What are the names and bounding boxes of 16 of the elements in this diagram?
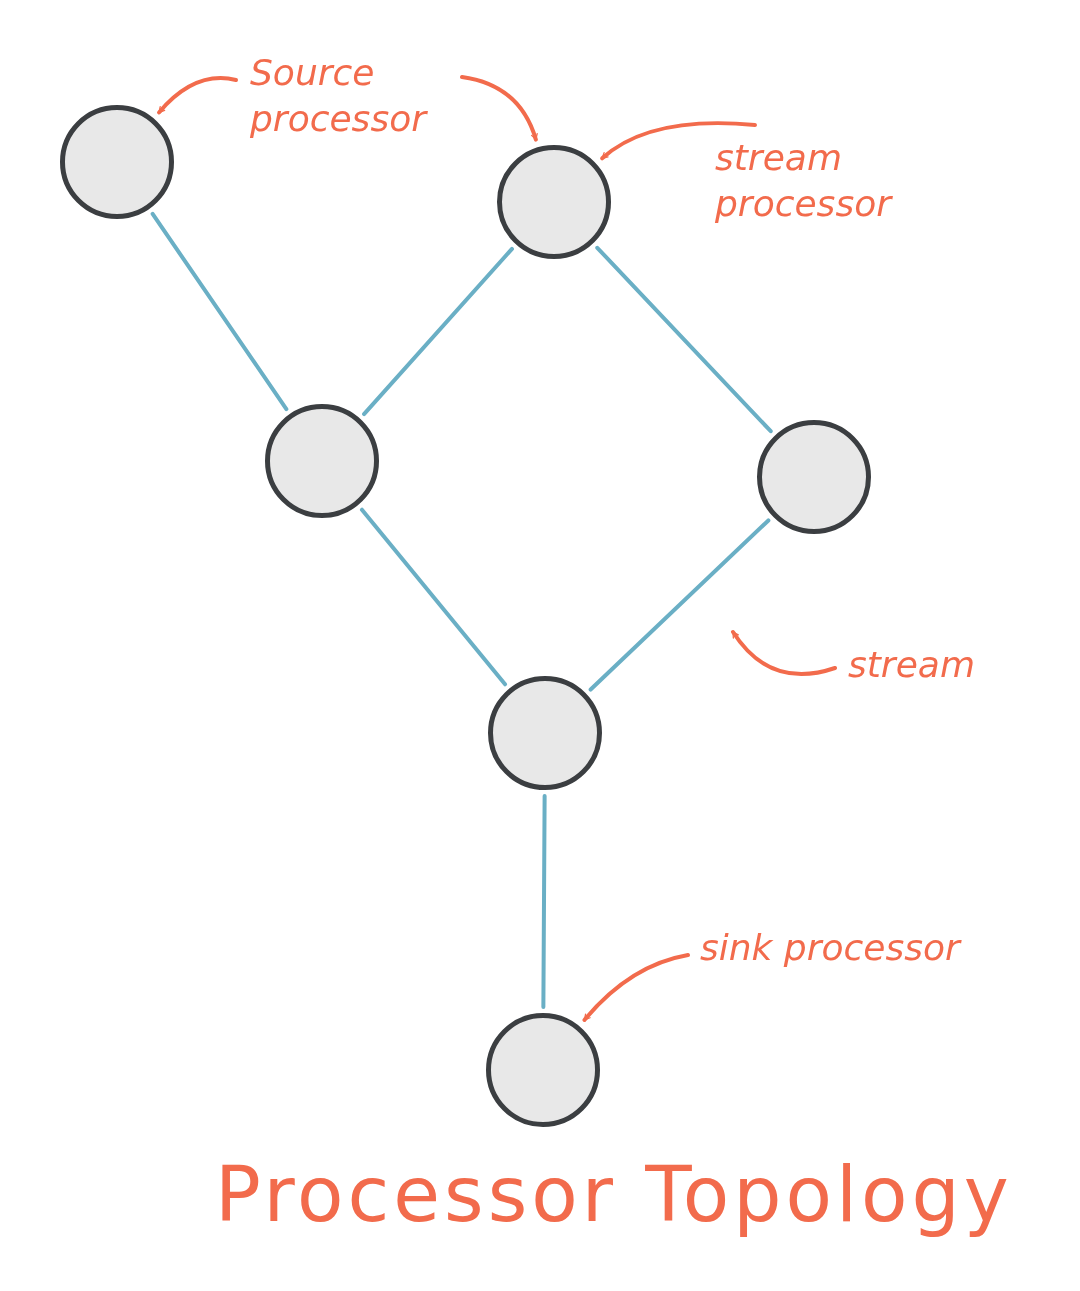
leader-arrow	[600, 121, 757, 161]
connector-line	[362, 246, 514, 417]
annotation-label: sink processor	[700, 925, 1020, 971]
annotation-label: stream processor	[715, 135, 915, 227]
connector-line	[359, 507, 508, 687]
leader-arrow	[460, 75, 538, 142]
connector-line	[150, 211, 289, 412]
connector-line	[595, 245, 773, 434]
leader-arrow	[731, 630, 837, 676]
diagram-title: Processor Topology	[215, 1150, 1013, 1239]
leader-arrow	[157, 76, 238, 115]
connector-line	[588, 518, 771, 692]
connector-line	[541, 794, 547, 1009]
annotation-label: Source processor	[250, 50, 485, 142]
leader-arrow	[582, 953, 690, 1022]
annotation-label: stream	[848, 642, 1008, 688]
